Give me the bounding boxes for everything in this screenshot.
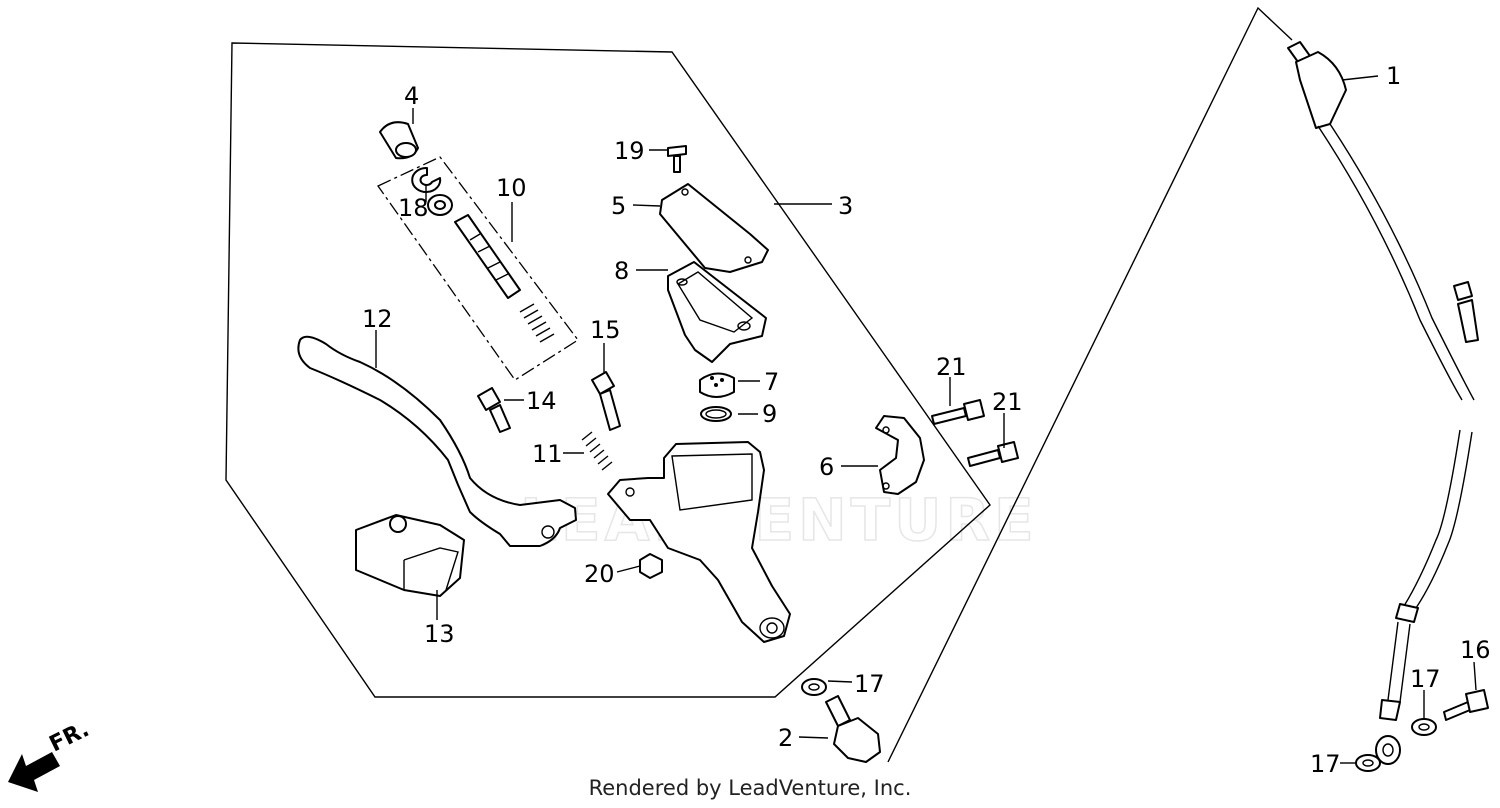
callout-17-lower-right: 17: [1410, 665, 1441, 693]
callout-15: 15: [590, 316, 621, 344]
callout-11: 11: [532, 440, 563, 468]
circlip: [411, 166, 442, 193]
callout-5: 5: [611, 192, 626, 220]
brake-lever: [297, 335, 577, 547]
callout-18: 18: [398, 194, 429, 222]
master-cylinder-body: [607, 441, 791, 643]
lever-spring: [581, 431, 613, 471]
piston-spring: [519, 303, 555, 343]
callout-4: 4: [404, 82, 419, 110]
callout-17-upper: 17: [854, 670, 885, 698]
callout-10: 10: [496, 174, 527, 202]
lever-screw: [477, 387, 511, 433]
callout-20: 20: [584, 560, 615, 588]
callout-1: 1: [1386, 62, 1401, 90]
piston-kit-outline: [377, 156, 579, 381]
sealing-washer-upper: [801, 678, 827, 696]
callout-16: 16: [1460, 636, 1491, 664]
pivot-bolt: [591, 371, 621, 431]
callout-21-upper: 21: [936, 353, 967, 381]
callout-17-lower-left: 17: [1310, 750, 1341, 778]
handlebar-holder: [875, 415, 925, 495]
credit-text: Rendered by LeadVenture, Inc.: [588, 776, 912, 800]
front-direction-arrow-icon: [8, 752, 60, 792]
callout-13: 13: [424, 620, 455, 648]
callout-3: 3: [838, 192, 853, 220]
diaphragm-plate: [667, 261, 767, 363]
holder-bolt-lower: [967, 441, 1019, 467]
callout-14: 14: [526, 387, 557, 415]
reservoir-float: [699, 372, 735, 398]
holder-bolt-upper: [931, 399, 985, 425]
brake-hose-bolt: [1443, 689, 1489, 721]
callout-2: 2: [778, 724, 793, 752]
reservoir-cover: [659, 183, 769, 273]
boot: [379, 121, 419, 160]
brake-hose: [1287, 41, 1479, 765]
washer-hole: [434, 200, 446, 210]
watermark: LEADVENTURE: [520, 486, 1038, 554]
direction-label: FR.: [46, 717, 94, 757]
callout-12: 12: [362, 305, 393, 333]
callout-21-lower: 21: [992, 388, 1023, 416]
callout-9: 9: [762, 400, 777, 428]
cable-boundary-line: [887, 6, 1293, 763]
master-cylinder-assembly-outline: [225, 42, 991, 698]
banjo-bolt: [825, 695, 881, 763]
sealing-washer-lower-left: [1355, 754, 1381, 772]
callout-6: 6: [819, 453, 834, 481]
piston: [454, 214, 521, 299]
callout-8: 8: [614, 257, 629, 285]
hex-nut: [639, 553, 663, 579]
cover-screw: [667, 145, 687, 173]
callout-7: 7: [764, 368, 779, 396]
leader-lines: [375, 75, 1477, 764]
callout-19: 19: [614, 137, 645, 165]
sealing-washer-lower-right: [1411, 718, 1437, 736]
o-ring: [700, 406, 732, 422]
lever-cover: [355, 514, 465, 597]
